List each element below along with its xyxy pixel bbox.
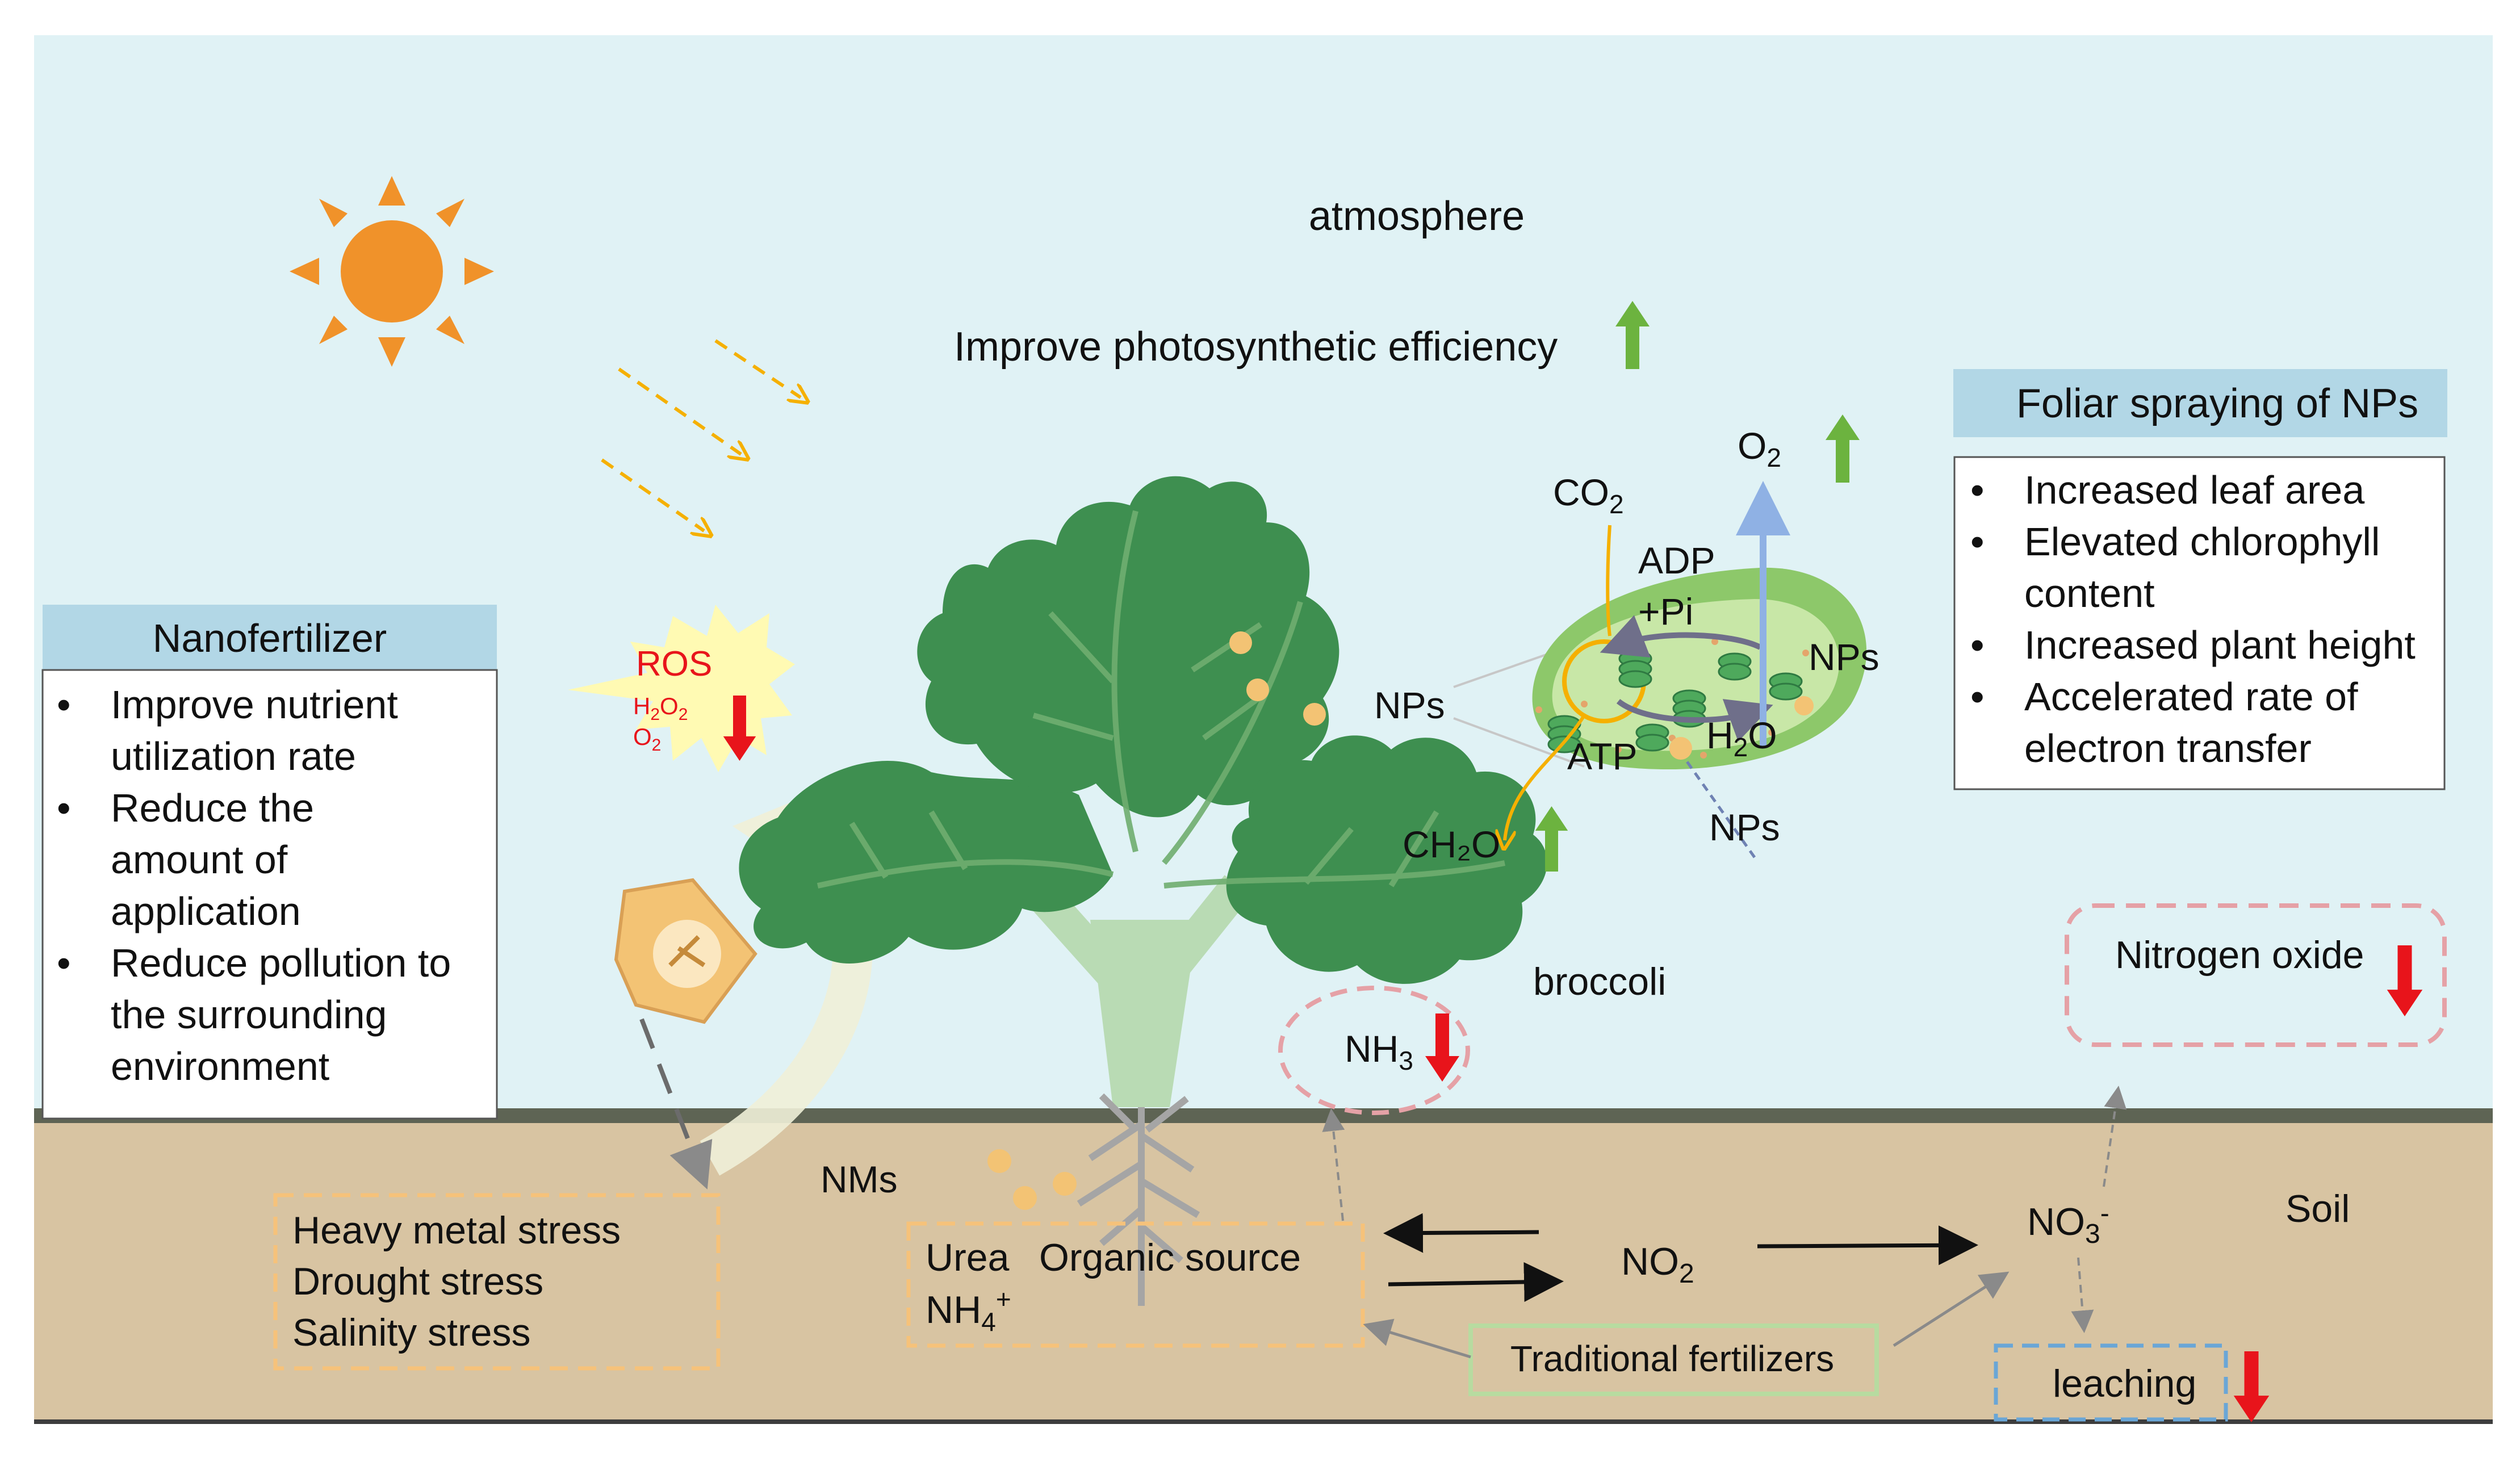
foliar-item-text: Increased leaf area [2024,468,2364,512]
no3-to-leaching-arrow [2071,1257,2094,1333]
nanofertilizer-bullet: • [57,941,71,985]
nanofertilizer-item-text: Reduce the [111,786,314,830]
fertilizer-bag-icon [614,878,757,1024]
nitrogen-source-box [906,1221,1365,1348]
broccoli-plant [739,476,1547,1306]
nanofertilizer-header [43,605,497,670]
nh4-label: NH4+ [926,1284,1011,1337]
sun-icon [290,176,494,367]
nanofertilizer-bullet: • [57,682,71,727]
foliar-list: • Increased leaf area • Elevated chlorophyl… [1970,468,2416,770]
stress-heavy-metal: Heavy metal stress [292,1209,621,1252]
soil-background [34,1120,2493,1421]
foliar-bullet: • [1970,520,1985,564]
nitrogen-oxide-box [2065,903,2447,1047]
foliar-title: Foliar spraying of NPs [2016,381,2418,426]
ch2o-label: CH₂O [1403,823,1500,865]
foliar-item-text: Increased plant height [2024,623,2416,667]
leaf-center [917,476,1339,818]
atp-label: ATP [1567,735,1637,777]
no2-to-no3-arrow [1757,1225,1978,1266]
sunlight-rays [601,339,801,531]
co2-label: CO2 [1553,471,1624,519]
chloroplast-diagram [1505,481,1867,858]
no2-to-source-arrow [1383,1213,1539,1253]
traditional-fertilizers-box [1468,1323,1879,1396]
o2-label: O2 [1738,425,1781,472]
o2-ros-label: O2 [633,723,661,755]
nanofertilizer-item-text: environment [111,1044,329,1088]
h2o-label: H2O [1706,714,1777,762]
nitrogen-oxide-label: Nitrogen oxide [2115,933,2364,977]
foliar-header [1953,369,2447,437]
nanomaterial-particles [987,1149,1077,1210]
traditional-fertilizers-label: Traditional fertilizers [1510,1338,1834,1379]
foliar-body [1953,456,2446,790]
h2o2-label: H2O2 [633,693,688,724]
nanofertilizer-list: • Improve nutrient utilization rate • Reduce… [57,682,451,1088]
nanofertilizer-item-text: application [111,889,301,933]
foliar-item-text: Elevated chlorophyll [2024,520,2380,564]
bag-to-stress-arrow [639,1018,713,1189]
soil-label: Soil [2285,1187,2350,1230]
foliar-item-text: Accelerated rate of [2024,675,2358,719]
soil-bottom-line [34,1419,2493,1424]
leaching-label: leaching [2053,1362,2196,1405]
nanofertilizer-body [41,669,498,1120]
stress-salinity: Salinity stress [292,1311,530,1354]
pi-label: +Pi [1638,590,1693,633]
foliar-item-text: content [2024,571,2155,615]
nms-label: NMs [821,1158,898,1200]
foliar-bullet: • [1970,675,1985,719]
nanofertilizer-item-text: utilization rate [111,734,356,778]
no3-label: NO3- [2027,1199,2109,1249]
stress-box [273,1193,721,1371]
nanofertilizer-item-text: Improve nutrient [111,682,398,727]
nanofertilizer-bullet: • [57,786,71,830]
nps-chloroplast-right-label: NPs [1809,636,1879,678]
urea-label: Urea [926,1236,1010,1279]
nanofertilizer-item-text: the surrounding [111,992,387,1037]
foliar-panel: Foliar spraying of NPs • Increased leaf a… [1953,369,2447,790]
nanofertilizer-title: Nanofertilizer [153,616,387,660]
photosynthesis-label: Improve photosynthetic efficiency [954,324,1558,370]
atmosphere-label: atmosphere [1309,194,1525,239]
nanofertilizer-panel: Nanofertilizer • Improve nutrient utilizat… [41,605,498,1120]
nps-leaf-label: NPs [1374,684,1445,726]
broccoli-label: broccoli [1533,960,1666,1003]
nh3-label: NH3 [1345,1028,1413,1075]
nh3-circle [1278,986,1470,1115]
foliar-item-text: electron transfer [2024,726,2312,770]
leaf-right [1226,735,1547,984]
foliar-bullet: • [1970,623,1985,667]
nanofertilizer-item-text: Reduce pollution to [111,941,451,985]
stress-drought: Drought stress [292,1260,543,1303]
source-to-no2-arrow [1388,1262,1564,1302]
traditional-to-source-arrow [1363,1318,1471,1359]
foliar-bullet: • [1970,468,1985,512]
source-to-nh3-arrow [1322,1108,1345,1221]
adp-label: ADP [1638,539,1715,581]
organic-source-label: Organic source [1039,1236,1301,1279]
no2-label: NO2 [1621,1240,1694,1289]
no3-to-nitrogen-oxide-arrow [2103,1086,2127,1187]
ros-label: ROS [636,644,712,684]
nps-chloroplast-bottom-label: NPs [1709,806,1780,848]
leaching-box [1994,1343,2228,1422]
nanofertilizer-item-text: amount of [111,837,288,882]
leaf-left [739,760,1113,964]
traditional-to-no3-arrow [1893,1271,2010,1347]
